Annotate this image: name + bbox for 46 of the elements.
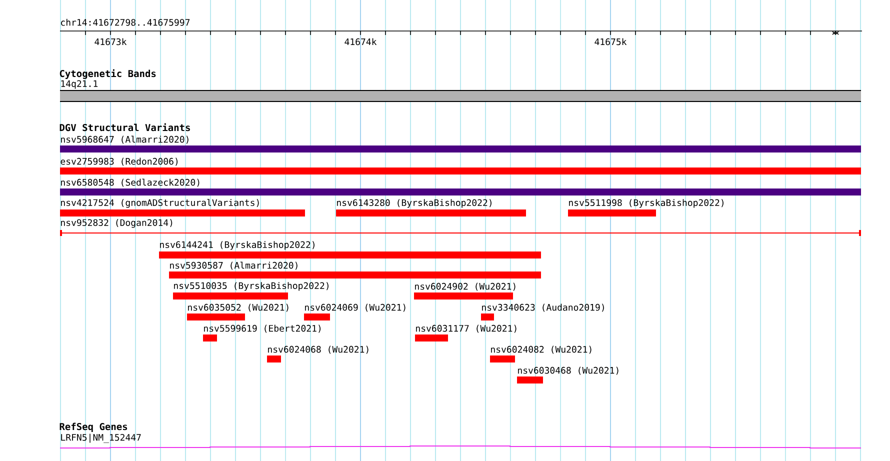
node-label: nsv5599619 (Ebert2021) bbox=[204, 324, 321, 333]
tick-label: 41674k bbox=[344, 38, 377, 46]
variant-line: nsv952832 (Dogan2014) bbox=[60, 219, 862, 236]
track-heading: DGV Structural Variants bbox=[60, 123, 190, 132]
variant-bar: nsv4217524 (gnomADStructuralVariants) bbox=[60, 198, 305, 216]
node-label: nsv6143280 (ByrskaBishop2022) bbox=[337, 199, 492, 208]
variant-bar: nsv6144241 (ByrskaBishop2022) bbox=[159, 241, 541, 258]
variant-bar: esv2759983 (Redon2006) bbox=[60, 158, 861, 174]
variant-bar: nsv6024082 (Wu2021) bbox=[490, 346, 592, 362]
variant-bar: nsv6024068 (Wu2021) bbox=[267, 346, 368, 362]
cytoband-bar: 14q21.1 bbox=[60, 80, 862, 102]
tick-label: 41673k bbox=[94, 38, 127, 46]
node-label: nsv6580548 (Sedlazeck2020) bbox=[61, 178, 200, 187]
node-label: nsv6024069 (Wu2021) bbox=[305, 304, 406, 312]
track-heading: Cytogenetic Bands bbox=[60, 69, 156, 79]
node-label: nsv5930587 (Almarri2020) bbox=[170, 262, 298, 270]
node-label: nsv6024082 (Wu2021) bbox=[491, 346, 592, 354]
variant-bar: nsv6143280 (ByrskaBishop2022) bbox=[336, 199, 526, 216]
node-label: nsv6035052 (Wu2021) bbox=[188, 304, 288, 312]
node-label: nsv6024068 (Wu2021) bbox=[268, 346, 368, 354]
variant-bar: nsv6031177 (Wu2021) bbox=[415, 324, 516, 342]
variant-bar: nsv6035052 (Wu2021) bbox=[187, 304, 288, 320]
node-label: nsv6031177 (Wu2021) bbox=[416, 324, 516, 333]
variant-bar: nsv6030468 (Wu2021) bbox=[517, 366, 618, 384]
node-label: nsv3340623 (Audano2019) bbox=[482, 304, 604, 312]
gene-line: LRFN5|NM_152447 bbox=[60, 434, 862, 448]
node-label: nsv5510035 (ByrskaBishop2022) bbox=[174, 282, 328, 291]
variant-bar: nsv6024902 (Wu2021) bbox=[414, 282, 516, 300]
title: chr14:41672798..41675997 bbox=[61, 18, 190, 26]
variant-bar: nsv5930587 (Almarri2020) bbox=[169, 262, 541, 278]
node-label: nsv6030468 (Wu2021) bbox=[518, 366, 618, 375]
node-label: nsv4217524 (gnomADStructuralVariants) bbox=[61, 198, 259, 208]
node-label: nsv6024902 (Wu2021) bbox=[415, 282, 516, 291]
variant-bar: nsv5968647 (Almarri2020) bbox=[60, 136, 861, 152]
variant-bar: nsv5510035 (ByrskaBishop2022) bbox=[173, 282, 328, 300]
node-label: 14q21.1 bbox=[61, 80, 98, 89]
node-label: nsv5968647 (Almarri2020) bbox=[61, 136, 188, 144]
variant-bar: nsv3340623 (Audano2019) bbox=[481, 304, 604, 320]
node-label: esv2759983 (Redon2006) bbox=[60, 158, 178, 166]
variant-bar: nsv5511998 (ByrskaBishop2022) bbox=[568, 199, 724, 216]
variant-bar: nsv5599619 (Ebert2021) bbox=[203, 324, 321, 342]
tick-label: 41675k bbox=[594, 38, 627, 46]
variant-bar: nsv6024069 (Wu2021) bbox=[304, 304, 406, 320]
node-label: nsv5511998 (ByrskaBishop2022) bbox=[569, 199, 724, 208]
node-label: nsv6144241 (ByrskaBishop2022) bbox=[160, 241, 314, 250]
variant-bar: nsv6580548 (Sedlazeck2020) bbox=[60, 178, 861, 196]
